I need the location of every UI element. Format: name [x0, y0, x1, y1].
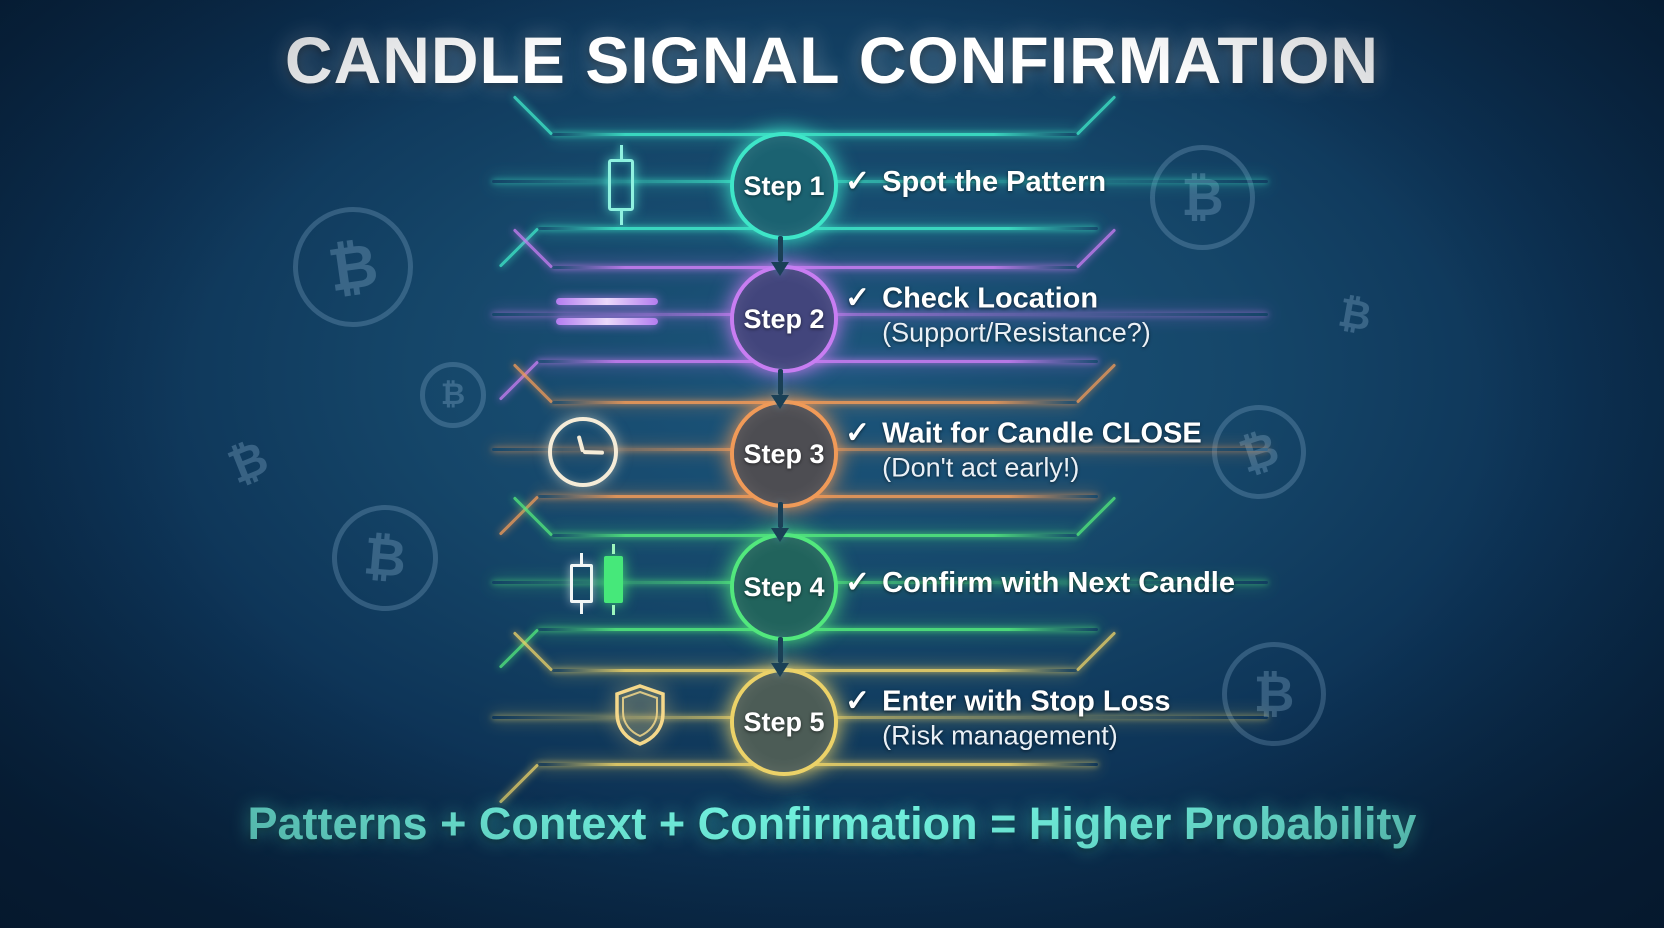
- step-3-title: Step 3: [743, 438, 825, 469]
- footer-tagline: Patterns + Context + Confirmation = High…: [247, 798, 1417, 849]
- step-2-title: Step 2: [743, 303, 825, 334]
- arrow-step4-to-step5: [770, 637, 790, 677]
- step-2-subtext: (Support/Resistance?): [882, 317, 1151, 348]
- step-5-subtext: (Risk management): [882, 720, 1118, 751]
- circuit-trace: [552, 669, 1077, 672]
- page-title: CANDLE SIGNAL CONFIRMATION: [284, 23, 1380, 97]
- arrow-step3-to-step4: [770, 502, 790, 542]
- circuit-trace: [552, 266, 1077, 269]
- circuit-trace: [552, 401, 1077, 404]
- step-3-row: Step 3 ✓ Wait for Candle CLOSE (Don't ac…: [0, 363, 1664, 536]
- step-1-title: Step 1: [743, 170, 825, 201]
- step-5-label: ✓ Enter with Stop Loss (Risk management): [845, 684, 1171, 753]
- clock-icon: [548, 417, 618, 487]
- arrow-step1-to-step2: [770, 236, 790, 276]
- step-5-node: Step 5: [730, 668, 838, 776]
- step-1-row: Step 1 ✓ Spot the Pattern: [0, 95, 1664, 268]
- step-3-subtext: (Don't act early!): [882, 452, 1080, 483]
- step-1-node: Step 1: [730, 132, 838, 240]
- step-4-label: ✓ Confirm with Next Candle: [845, 565, 1235, 601]
- confirmation-candles-icon: [566, 544, 636, 620]
- check-icon: ✓: [845, 165, 871, 198]
- check-icon: ✓: [845, 566, 871, 599]
- step-2-node: Step 2: [730, 265, 838, 373]
- candlestick-icon: [608, 145, 634, 225]
- step-4-text: Confirm with Next Candle: [882, 567, 1235, 599]
- step-1-text: Spot the Pattern: [882, 166, 1107, 198]
- step-4-row: Step 4 ✓ Confirm with Next Candle: [0, 496, 1664, 669]
- step-4-node: Step 4: [730, 533, 838, 641]
- step-3-node: Step 3: [730, 400, 838, 508]
- check-icon: ✓: [845, 684, 871, 718]
- step-1-label: ✓ Spot the Pattern: [845, 164, 1106, 200]
- step-5-row: Step 5 ✓ Enter with Stop Loss (Risk mana…: [0, 631, 1664, 804]
- step-5-title: Step 5: [743, 706, 825, 737]
- step-4-title: Step 4: [743, 571, 825, 602]
- circuit-trace: [552, 534, 1077, 537]
- step-2-text: Check Location: [882, 282, 1099, 315]
- step-2-row: Step 2 ✓ Check Location (Support/Resista…: [0, 228, 1664, 401]
- circuit-trace: [552, 133, 1077, 136]
- step-3-label: ✓ Wait for Candle CLOSE (Don't act early…: [845, 416, 1202, 485]
- step-2-label: ✓ Check Location (Support/Resistance?): [845, 281, 1151, 350]
- support-resistance-lines-icon: [556, 298, 658, 325]
- shield-icon: [615, 684, 665, 746]
- step-3-text: Wait for Candle CLOSE: [882, 417, 1202, 450]
- circuit-trace: [1075, 95, 1117, 136]
- circuit-trace: [512, 95, 554, 136]
- check-icon: ✓: [845, 281, 871, 315]
- check-icon: ✓: [845, 416, 871, 450]
- arrow-step2-to-step3: [770, 369, 790, 409]
- step-5-text: Enter with Stop Loss: [882, 685, 1171, 718]
